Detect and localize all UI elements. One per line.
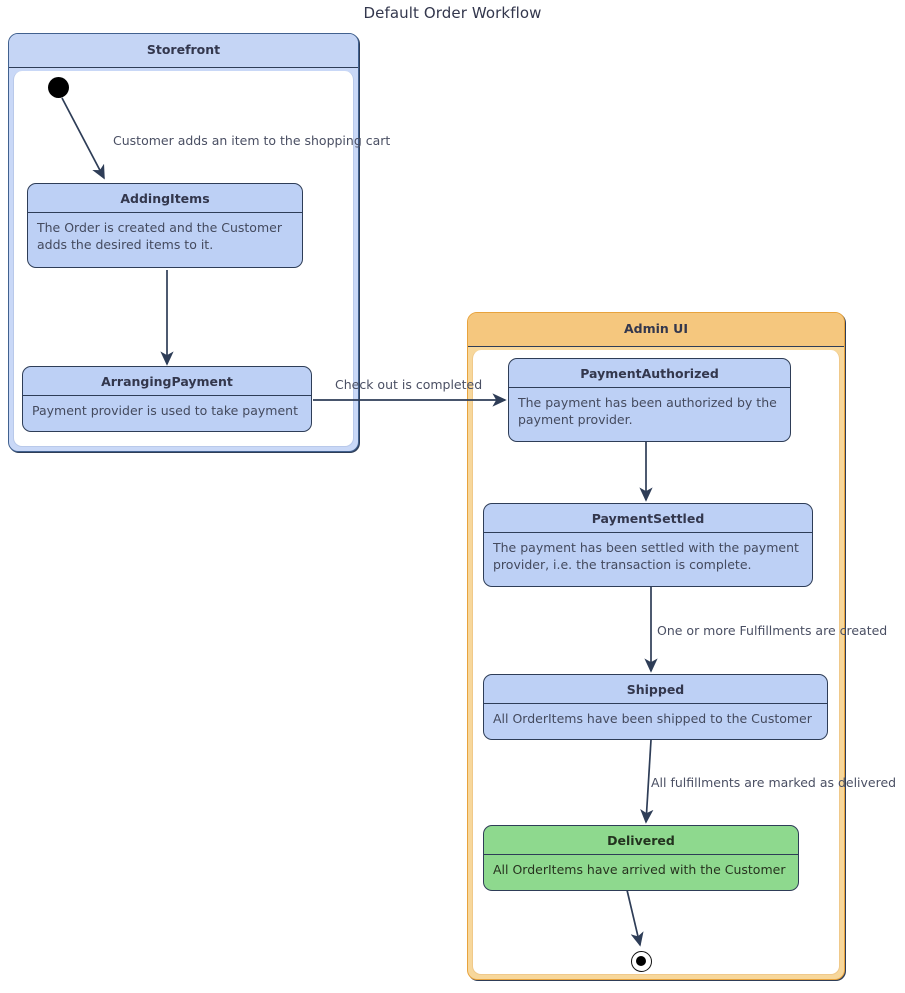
state-delivered-description: All OrderItems have arrived with the Cus… — [493, 862, 786, 877]
state-payment-settled-title: PaymentSettled — [484, 504, 812, 533]
state-adding-items-description: The Order is created and the Customer ad… — [37, 220, 282, 252]
edge-label-to-adding-items: Customer adds an item to the shopping ca… — [113, 133, 391, 148]
state-shipped-title: Shipped — [484, 675, 827, 704]
composite-admin-ui-label: Admin UI — [468, 313, 844, 347]
state-payment-authorized[interactable]: PaymentAuthorized The payment has been a… — [508, 358, 791, 442]
state-delivered-title: Delivered — [484, 826, 798, 855]
edge-label-to-shipped: One or more Fulfillments are created — [657, 623, 888, 638]
state-arranging-payment[interactable]: ArrangingPayment Payment provider is use… — [22, 366, 312, 432]
state-shipped[interactable]: Shipped All OrderItems have been shipped… — [483, 674, 828, 740]
state-payment-settled[interactable]: PaymentSettled The payment has been sett… — [483, 503, 813, 587]
state-delivered[interactable]: Delivered All OrderItems have arrived wi… — [483, 825, 799, 891]
state-arranging-payment-description: Payment provider is used to take payment — [32, 403, 298, 418]
edge-label-to-payment-authorized: Check out is completed — [335, 377, 483, 392]
state-payment-settled-description: The payment has been settled with the pa… — [493, 540, 799, 572]
state-adding-items[interactable]: AddingItems The Order is created and the… — [27, 183, 303, 268]
state-arranging-payment-title: ArrangingPayment — [23, 367, 311, 396]
page-title: Default Order Workflow — [363, 4, 542, 22]
state-payment-authorized-title: PaymentAuthorized — [509, 359, 790, 388]
state-payment-authorized-description: The payment has been authorized by the p… — [518, 395, 777, 427]
state-shipped-description: All OrderItems have been shipped to the … — [493, 711, 812, 726]
composite-storefront-label: Storefront — [9, 34, 358, 68]
edge-label-to-delivered: All fulfillments are marked as delivered — [651, 775, 897, 790]
state-adding-items-title: AddingItems — [28, 184, 302, 213]
initial-state[interactable] — [48, 77, 69, 98]
final-state[interactable] — [631, 951, 652, 972]
